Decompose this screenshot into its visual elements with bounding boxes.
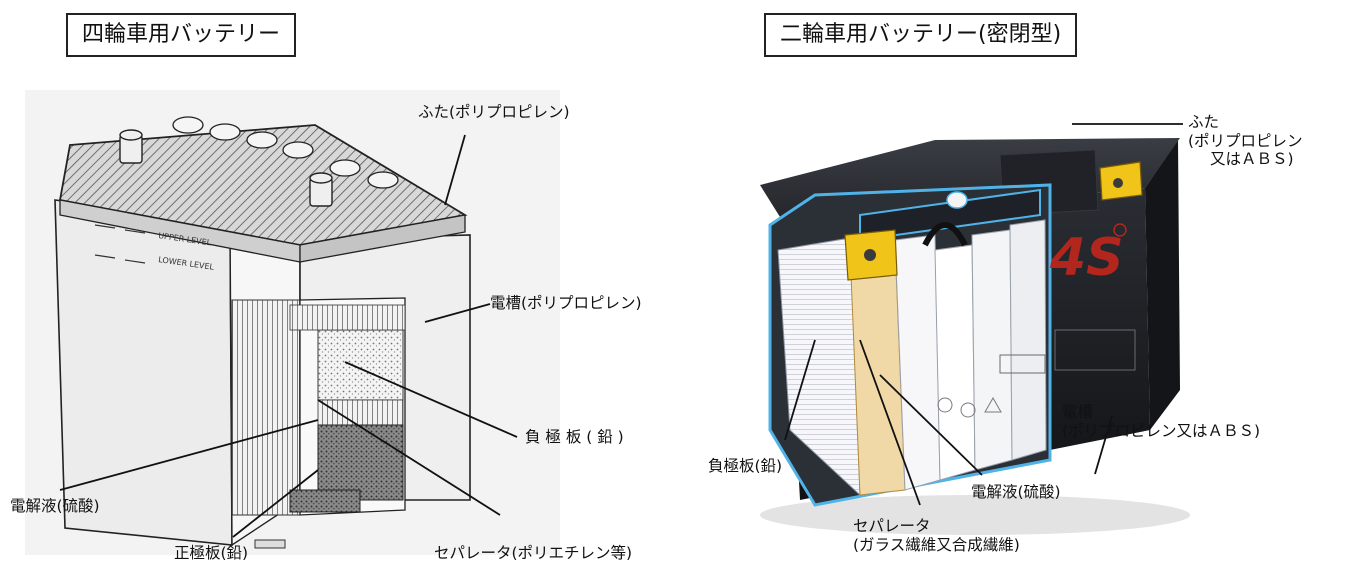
car-battery-foot (254, 539, 286, 549)
motorcycle-battery-illustration: 4S (760, 138, 1190, 535)
label-car-positive-plate: 正極板(鉛) (174, 544, 249, 562)
moto-vent (946, 191, 968, 209)
label-car-lid: ふた(ポリプロピレン) (418, 103, 570, 121)
label-moto-lid: ふた (ポリプロピレン 又はＡＢＳ) (1188, 113, 1303, 169)
motorcycle-battery-title-text: 二輪車用バッテリー(密閉型) (780, 22, 1062, 47)
label-car-separator: セパレータ(ポリエチレン等) (434, 544, 633, 562)
car-positive-paste (317, 424, 404, 501)
car-level-dashes (94, 224, 146, 264)
car-separator-strip (317, 399, 404, 426)
moto-spec-panel (1054, 329, 1136, 371)
label-moto-separator-line2: (ガラス繊維又合成繊維) (853, 535, 1020, 554)
moto-cutaway-top (859, 188, 1041, 242)
car-plate-stack (231, 299, 301, 516)
leader-car-positive (232, 469, 319, 538)
car-vent-caps (172, 116, 399, 189)
label-car-electrolyte: 電解液(硫酸) (10, 497, 100, 515)
car-battery-side-face (54, 199, 233, 546)
moto-warning-symbols (937, 396, 1002, 418)
moto-spec-panel-small (999, 354, 1046, 374)
leader-car-negative (344, 361, 518, 438)
moto-terminal-right-bolt (1113, 178, 1123, 188)
label-car-case: 電槽(ポリプロピレン) (490, 294, 642, 312)
leader-moto-separator (859, 339, 921, 506)
label-moto-lid-line2: (ポリプロピレン (1188, 131, 1303, 150)
label-moto-lid-line3: 又はＡＢＳ) (1210, 150, 1294, 169)
moto-shadow (760, 495, 1190, 535)
moto-model-marking: 4S (1049, 228, 1124, 288)
moto-terminal-left-bolt (864, 249, 876, 261)
label-moto-negative-plate: 負極板(鉛) (708, 457, 783, 475)
leader-car-separator (317, 399, 501, 516)
moto-right-face (1145, 140, 1180, 430)
leader-car-electrolyte (59, 419, 319, 491)
label-moto-separator: セパレータ (ガラス繊維又合成繊維) (853, 517, 1020, 554)
moto-plate-4 (971, 229, 1013, 471)
moto-strap (922, 222, 968, 247)
leader-moto-electrolyte (879, 374, 983, 476)
leader-car-case (424, 303, 491, 323)
car-negative-paste (317, 329, 404, 401)
label-moto-separator-line1: セパレータ (853, 517, 931, 535)
moto-plate-5 (1009, 219, 1047, 461)
leader-car-lid (444, 134, 466, 206)
moto-plate-3 (934, 244, 976, 481)
moto-leader-lines (784, 123, 1183, 506)
car-terminal-caps (119, 129, 333, 207)
label-moto-electrolyte: 電解液(硫酸) (971, 483, 1061, 501)
motorcycle-battery-title: 二輪車用バッテリー(密閉型) (764, 13, 1078, 57)
car-battery-title: 四輪車用バッテリー (66, 13, 297, 57)
label-moto-lid-line1: ふた (1188, 113, 1220, 131)
car-battery-illustration: UPPER LEVEL LOWER LEVEL (25, 90, 560, 555)
car-plate-tops (289, 304, 406, 331)
car-battery-title-text: 四輪車用バッテリー (82, 22, 281, 47)
label-moto-case-line1: 電槽 (1062, 403, 1094, 421)
label-moto-case-line2: (ポリプロピレン又はＡＢＳ) (1062, 421, 1261, 440)
label-moto-case: 電槽 (ポリプロピレン又はＡＢＳ) (1062, 403, 1260, 440)
car-leader-lines (59, 134, 518, 538)
label-car-negative-plate: 負 極 板 ( 鉛 ) (525, 428, 624, 446)
leader-moto-negative (784, 339, 816, 441)
leader-moto-case (1094, 415, 1113, 475)
moto-logo-mark (1113, 223, 1127, 237)
car-sediment (289, 489, 361, 513)
car-lid-rim-front (299, 214, 466, 263)
